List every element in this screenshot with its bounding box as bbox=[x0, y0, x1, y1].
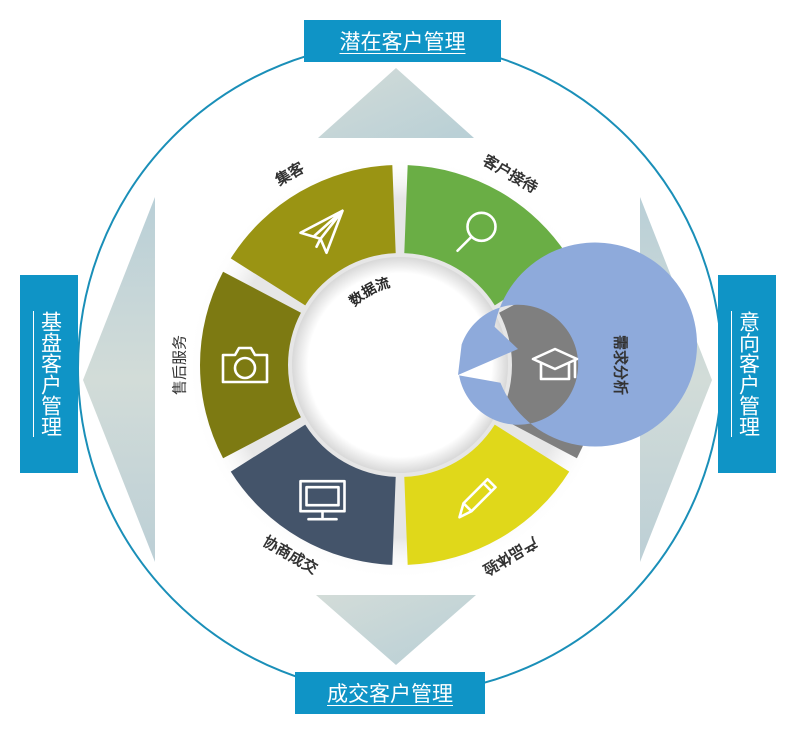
label-text: 成交客户管理 bbox=[327, 682, 453, 706]
data-flow-arrow bbox=[458, 242, 698, 447]
label-intent-customers: 意向客户管理 bbox=[718, 275, 776, 473]
magnifier-icon bbox=[456, 211, 497, 253]
pencil-icon bbox=[458, 477, 497, 519]
left-arrow-shape bbox=[83, 197, 155, 562]
top-arrow-shape bbox=[318, 68, 474, 138]
graduation-cap-icon bbox=[531, 347, 579, 381]
label-text: 基盘客户管理 bbox=[32, 311, 66, 437]
paper-plane-icon bbox=[299, 209, 344, 255]
segment-label-5: 售后服务 bbox=[171, 335, 189, 395]
inner-ring-bg bbox=[292, 257, 508, 473]
label-potential-customers: 潜在客户管理 bbox=[304, 20, 501, 62]
label-text: 意向客户管理 bbox=[730, 311, 764, 437]
segment-4 bbox=[230, 424, 396, 565]
bottom-arrow-shape bbox=[316, 595, 476, 665]
segment-label-2: 需求分析 bbox=[612, 335, 630, 395]
segment-5 bbox=[200, 271, 301, 459]
label-closed-customers: 成交客户管理 bbox=[295, 672, 485, 714]
label-base-customers: 基盘客户管理 bbox=[20, 275, 78, 473]
label-text: 潜在客户管理 bbox=[339, 30, 466, 54]
monitor-icon bbox=[299, 479, 346, 521]
camera-icon bbox=[221, 346, 269, 384]
